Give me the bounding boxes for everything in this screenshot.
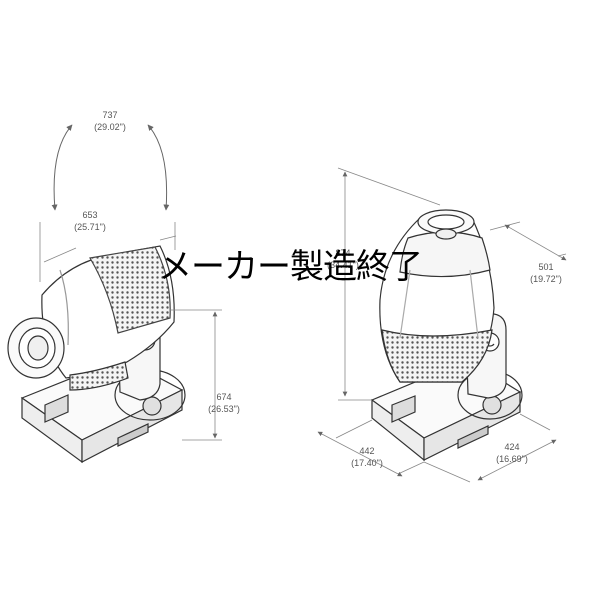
- right-base-width-dim: 442: [359, 446, 374, 456]
- right-fixture: [370, 209, 523, 462]
- right-height-dim-in: (34.41"): [327, 260, 359, 270]
- dimension-labels: 737 (29.02") 653 (25.71") 674 (26.53") 8…: [74, 110, 562, 468]
- right-height-dim: 874: [335, 248, 350, 258]
- right-fixture-head: [379, 212, 495, 383]
- left-width-dim: 653: [82, 210, 97, 220]
- left-height-dim-lines: [170, 309, 222, 441]
- right-base-width-dim-lines: [317, 419, 425, 477]
- right-depth-dim: 501: [538, 262, 553, 272]
- left-width-dim-lines: [39, 222, 177, 282]
- right-base-depth-dim-lines: [423, 413, 557, 483]
- left-height-dim-in: (26.53"): [208, 404, 240, 414]
- left-pan-dim: 737: [102, 110, 117, 120]
- right-depth-dim-lines: [489, 221, 567, 261]
- right-fixture-lens: [417, 209, 475, 240]
- right-height-dim-lines: [337, 167, 441, 401]
- discontinued-banner: メーカー製造終了: [158, 247, 423, 287]
- left-pan-dim-in: (29.02"): [94, 122, 126, 132]
- left-fixture: [7, 245, 186, 464]
- right-base-depth-dim: 424: [504, 442, 519, 452]
- right-depth-dim-in: (19.72"): [530, 274, 562, 284]
- left-width-dim-in: (25.71"): [74, 222, 106, 232]
- left-fixture-head: [41, 245, 175, 391]
- left-height-dim: 674: [216, 392, 231, 402]
- right-base-depth-dim-in: (16.69"): [496, 454, 528, 464]
- left-pan-arc: [51, 124, 170, 211]
- left-fixture-lens: [7, 317, 65, 379]
- right-base-width-dim-in: (17.40"): [351, 458, 383, 468]
